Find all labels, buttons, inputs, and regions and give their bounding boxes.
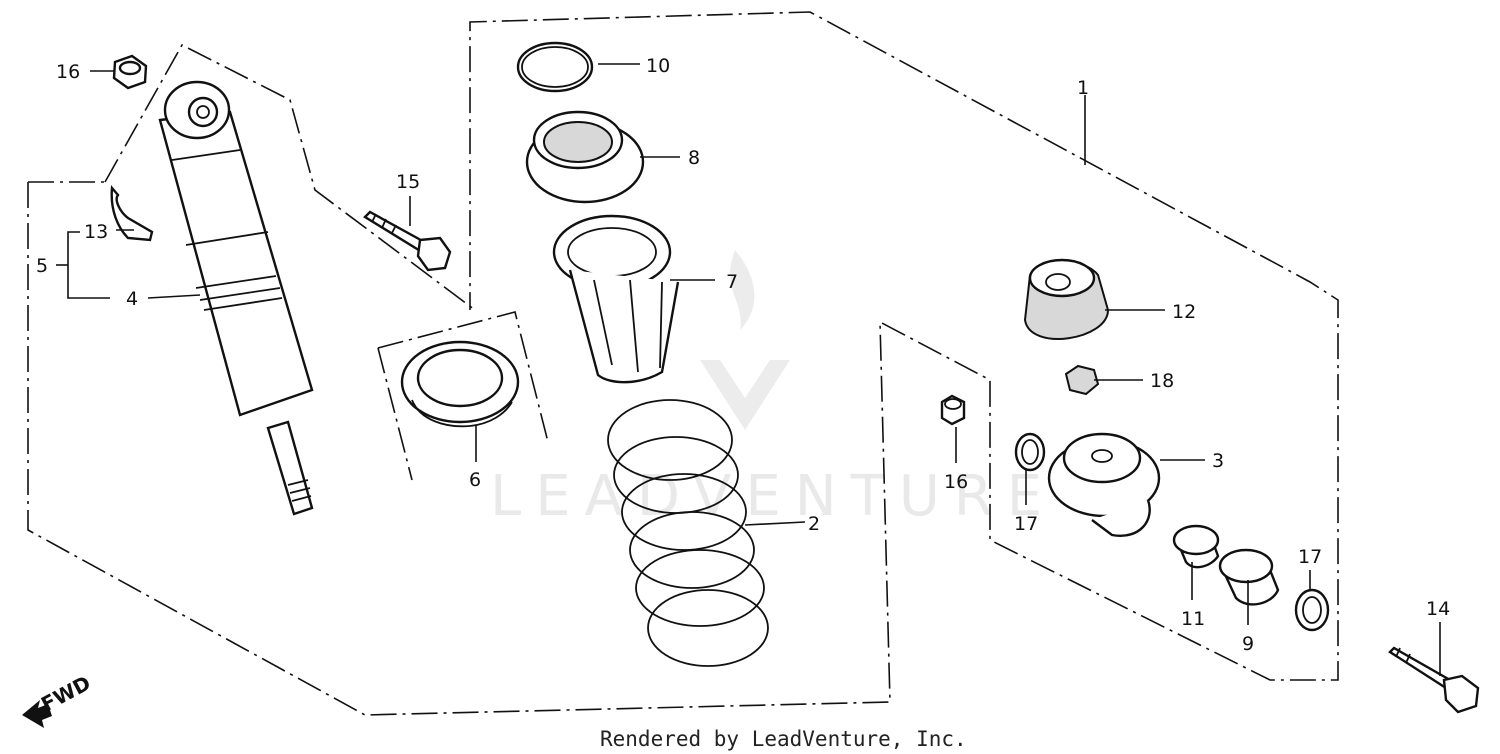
spring-seat-6 xyxy=(400,340,520,428)
watermark: LEADVENTURE xyxy=(490,250,1056,529)
fwd-indicator: FWD xyxy=(22,671,95,728)
spring-guide-8 xyxy=(525,110,645,204)
callout-2: 2 xyxy=(808,513,820,535)
circlip-10 xyxy=(516,41,594,93)
lower-mount-3 xyxy=(1047,432,1161,537)
collar-9 xyxy=(1218,548,1280,606)
callout-1: 1 xyxy=(1077,77,1089,99)
watermark-text: LEADVENTURE xyxy=(490,464,1056,529)
shock-absorber xyxy=(158,80,314,516)
callout-3: 3 xyxy=(1212,450,1224,472)
callout-labels: 1 2 3 4 5 6 7 8 9 10 11 12 13 14 15 16 1… xyxy=(36,55,1450,655)
callout-16-top: 16 xyxy=(56,61,80,83)
fwd-arrow-icon xyxy=(22,700,52,728)
callout-14: 14 xyxy=(1426,598,1450,620)
callout-18: 18 xyxy=(1150,370,1174,392)
callout-9: 9 xyxy=(1242,633,1254,655)
bump-rubber-12 xyxy=(1023,258,1110,340)
nut-18-part xyxy=(1064,364,1100,396)
nut-16-mid xyxy=(940,394,966,426)
leader-lines xyxy=(56,63,1441,676)
fwd-label: FWD xyxy=(37,671,94,717)
washer-17-right xyxy=(1294,588,1330,632)
callout-6: 6 xyxy=(469,469,481,491)
footer-credit: Rendered by LeadVenture, Inc. xyxy=(600,727,967,751)
callout-7: 7 xyxy=(726,271,738,293)
callout-15: 15 xyxy=(396,171,420,193)
callout-13: 13 xyxy=(84,221,108,243)
bolt-15 xyxy=(363,210,452,272)
callout-10: 10 xyxy=(646,55,670,77)
callout-17-left: 17 xyxy=(1014,513,1038,535)
callout-11: 11 xyxy=(1181,608,1205,630)
label-13-part xyxy=(110,185,154,242)
collar-11 xyxy=(1172,524,1220,569)
spring-2 xyxy=(607,399,769,667)
nut-16-top xyxy=(112,54,148,90)
callout-5: 5 xyxy=(36,255,48,277)
spring-retainer-7 xyxy=(552,214,680,384)
washer-17-left xyxy=(1014,432,1046,472)
callout-12: 12 xyxy=(1172,301,1196,323)
frame-lines xyxy=(27,11,1339,716)
callout-17-right: 17 xyxy=(1298,546,1322,568)
callout-4: 4 xyxy=(126,288,138,310)
callout-16-mid: 16 xyxy=(944,471,968,493)
bolt-14 xyxy=(1388,646,1480,714)
callout-8: 8 xyxy=(688,147,700,169)
